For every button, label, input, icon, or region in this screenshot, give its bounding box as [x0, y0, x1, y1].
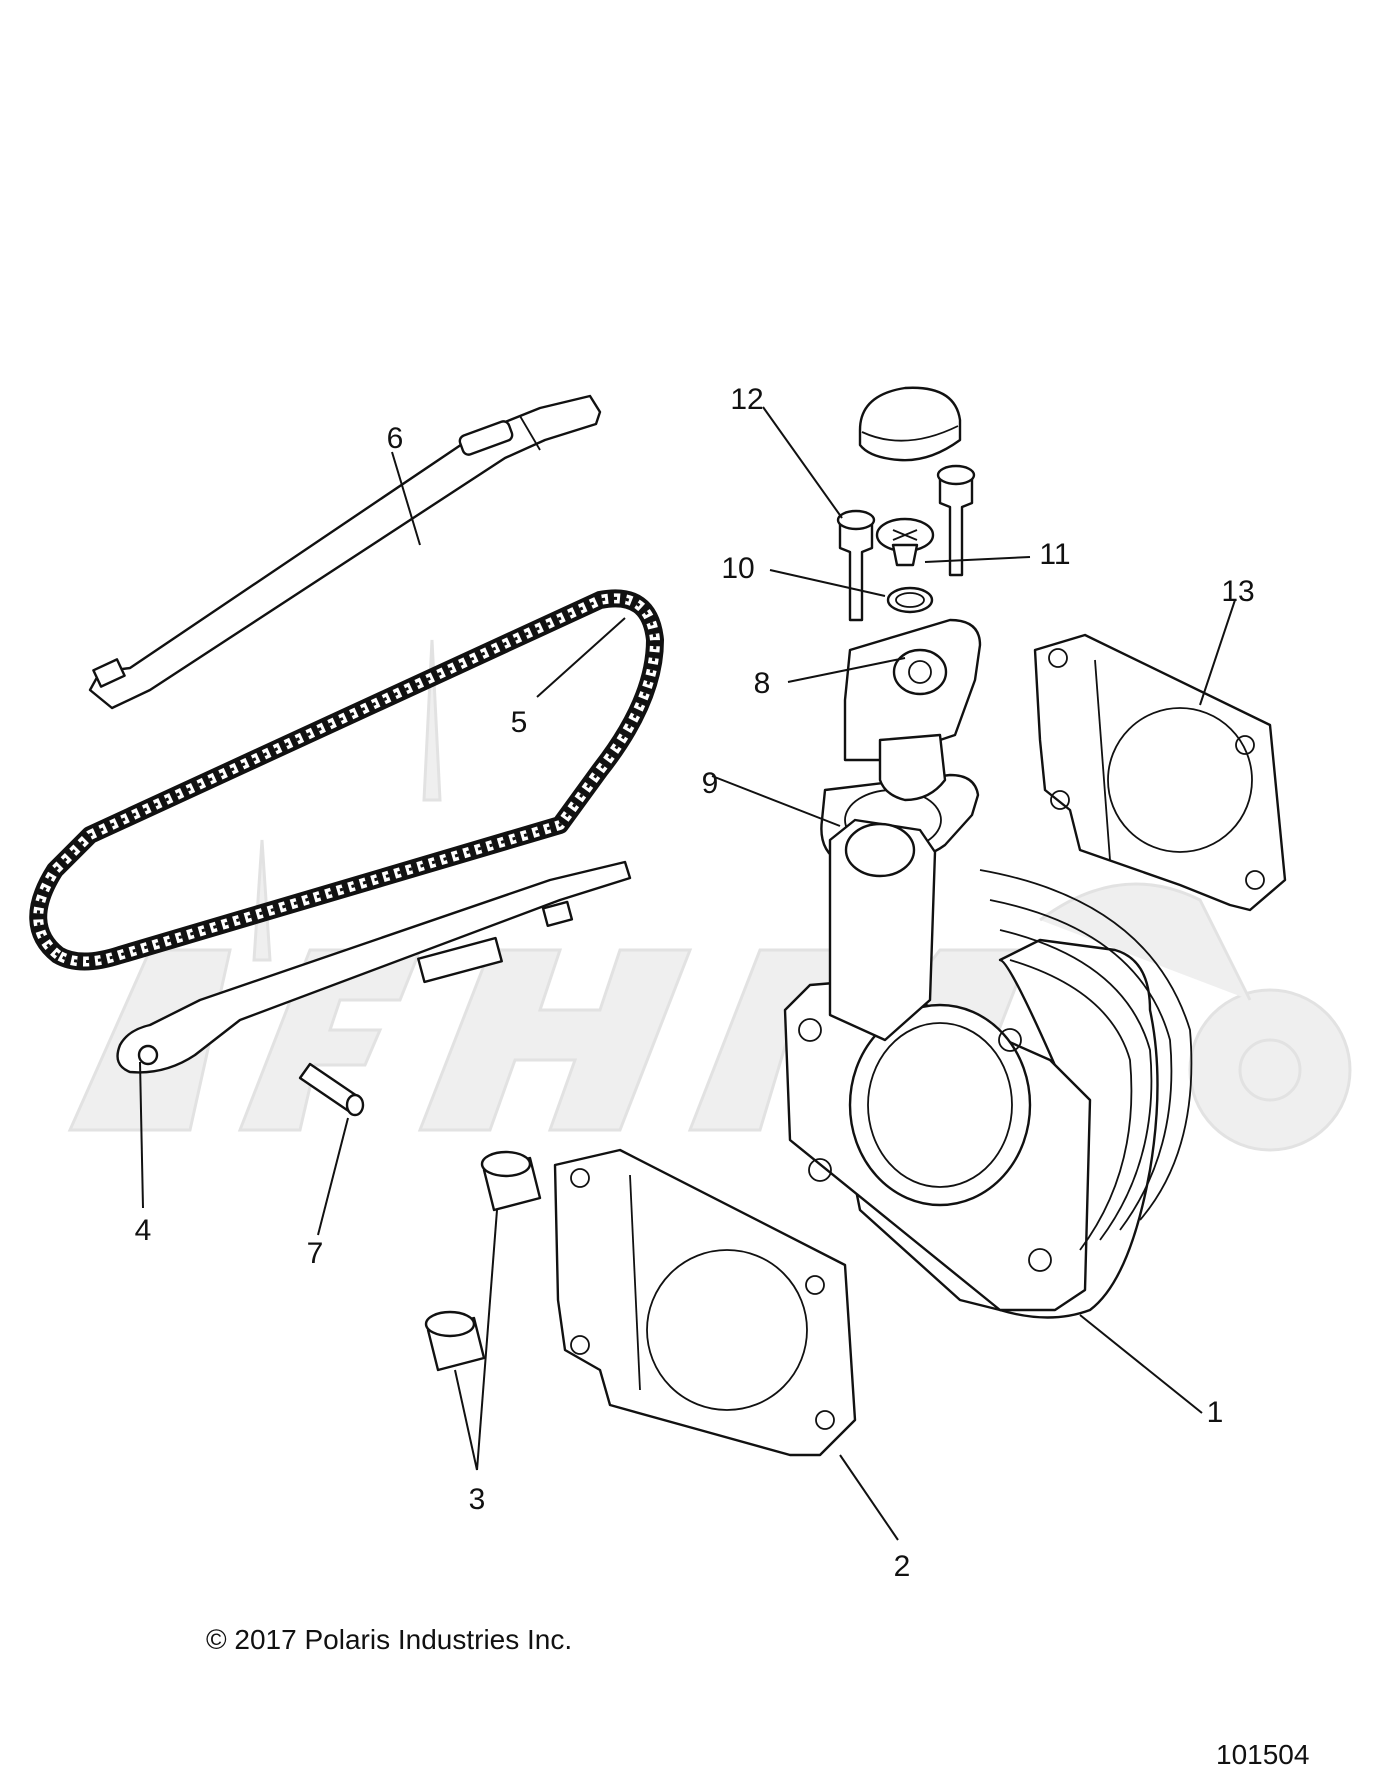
leader-lines	[139, 406, 1236, 1541]
o-ring	[886, 586, 934, 614]
pin	[298, 1062, 365, 1117]
callout-5: 5	[510, 706, 528, 739]
timing-chain	[29, 589, 664, 971]
dowel-pins	[424, 1150, 542, 1372]
callout-7: 7	[306, 1237, 324, 1270]
chain-guide-lower	[116, 860, 632, 1074]
callout-8: 8	[753, 667, 771, 700]
callout-12: 12	[730, 383, 764, 416]
bolts	[836, 464, 976, 622]
callout-3: 3	[468, 1483, 486, 1516]
callout-2: 2	[893, 1550, 911, 1583]
callout-6: 6	[386, 422, 404, 455]
callout-4: 4	[134, 1214, 152, 1247]
cap-screw	[875, 517, 935, 567]
callout-9: 9	[701, 767, 719, 800]
head-gasket	[1033, 633, 1287, 912]
callout-13: 13	[1221, 575, 1255, 608]
callout-11: 11	[1039, 538, 1071, 571]
copyright-notice: © 2017 Polaris Industries Inc.	[206, 1624, 573, 1655]
callout-1: 1	[1206, 1396, 1224, 1429]
cam-chain-tensioner	[843, 618, 982, 802]
watermark-logo	[67, 639, 1352, 1152]
chain-guide-upper	[88, 394, 602, 710]
tensioner-cap	[858, 386, 962, 462]
cylinder	[783, 818, 1193, 1319]
callout-10: 10	[721, 552, 755, 585]
diagram-id: 101504	[1216, 1739, 1310, 1770]
base-gasket	[553, 1148, 857, 1457]
